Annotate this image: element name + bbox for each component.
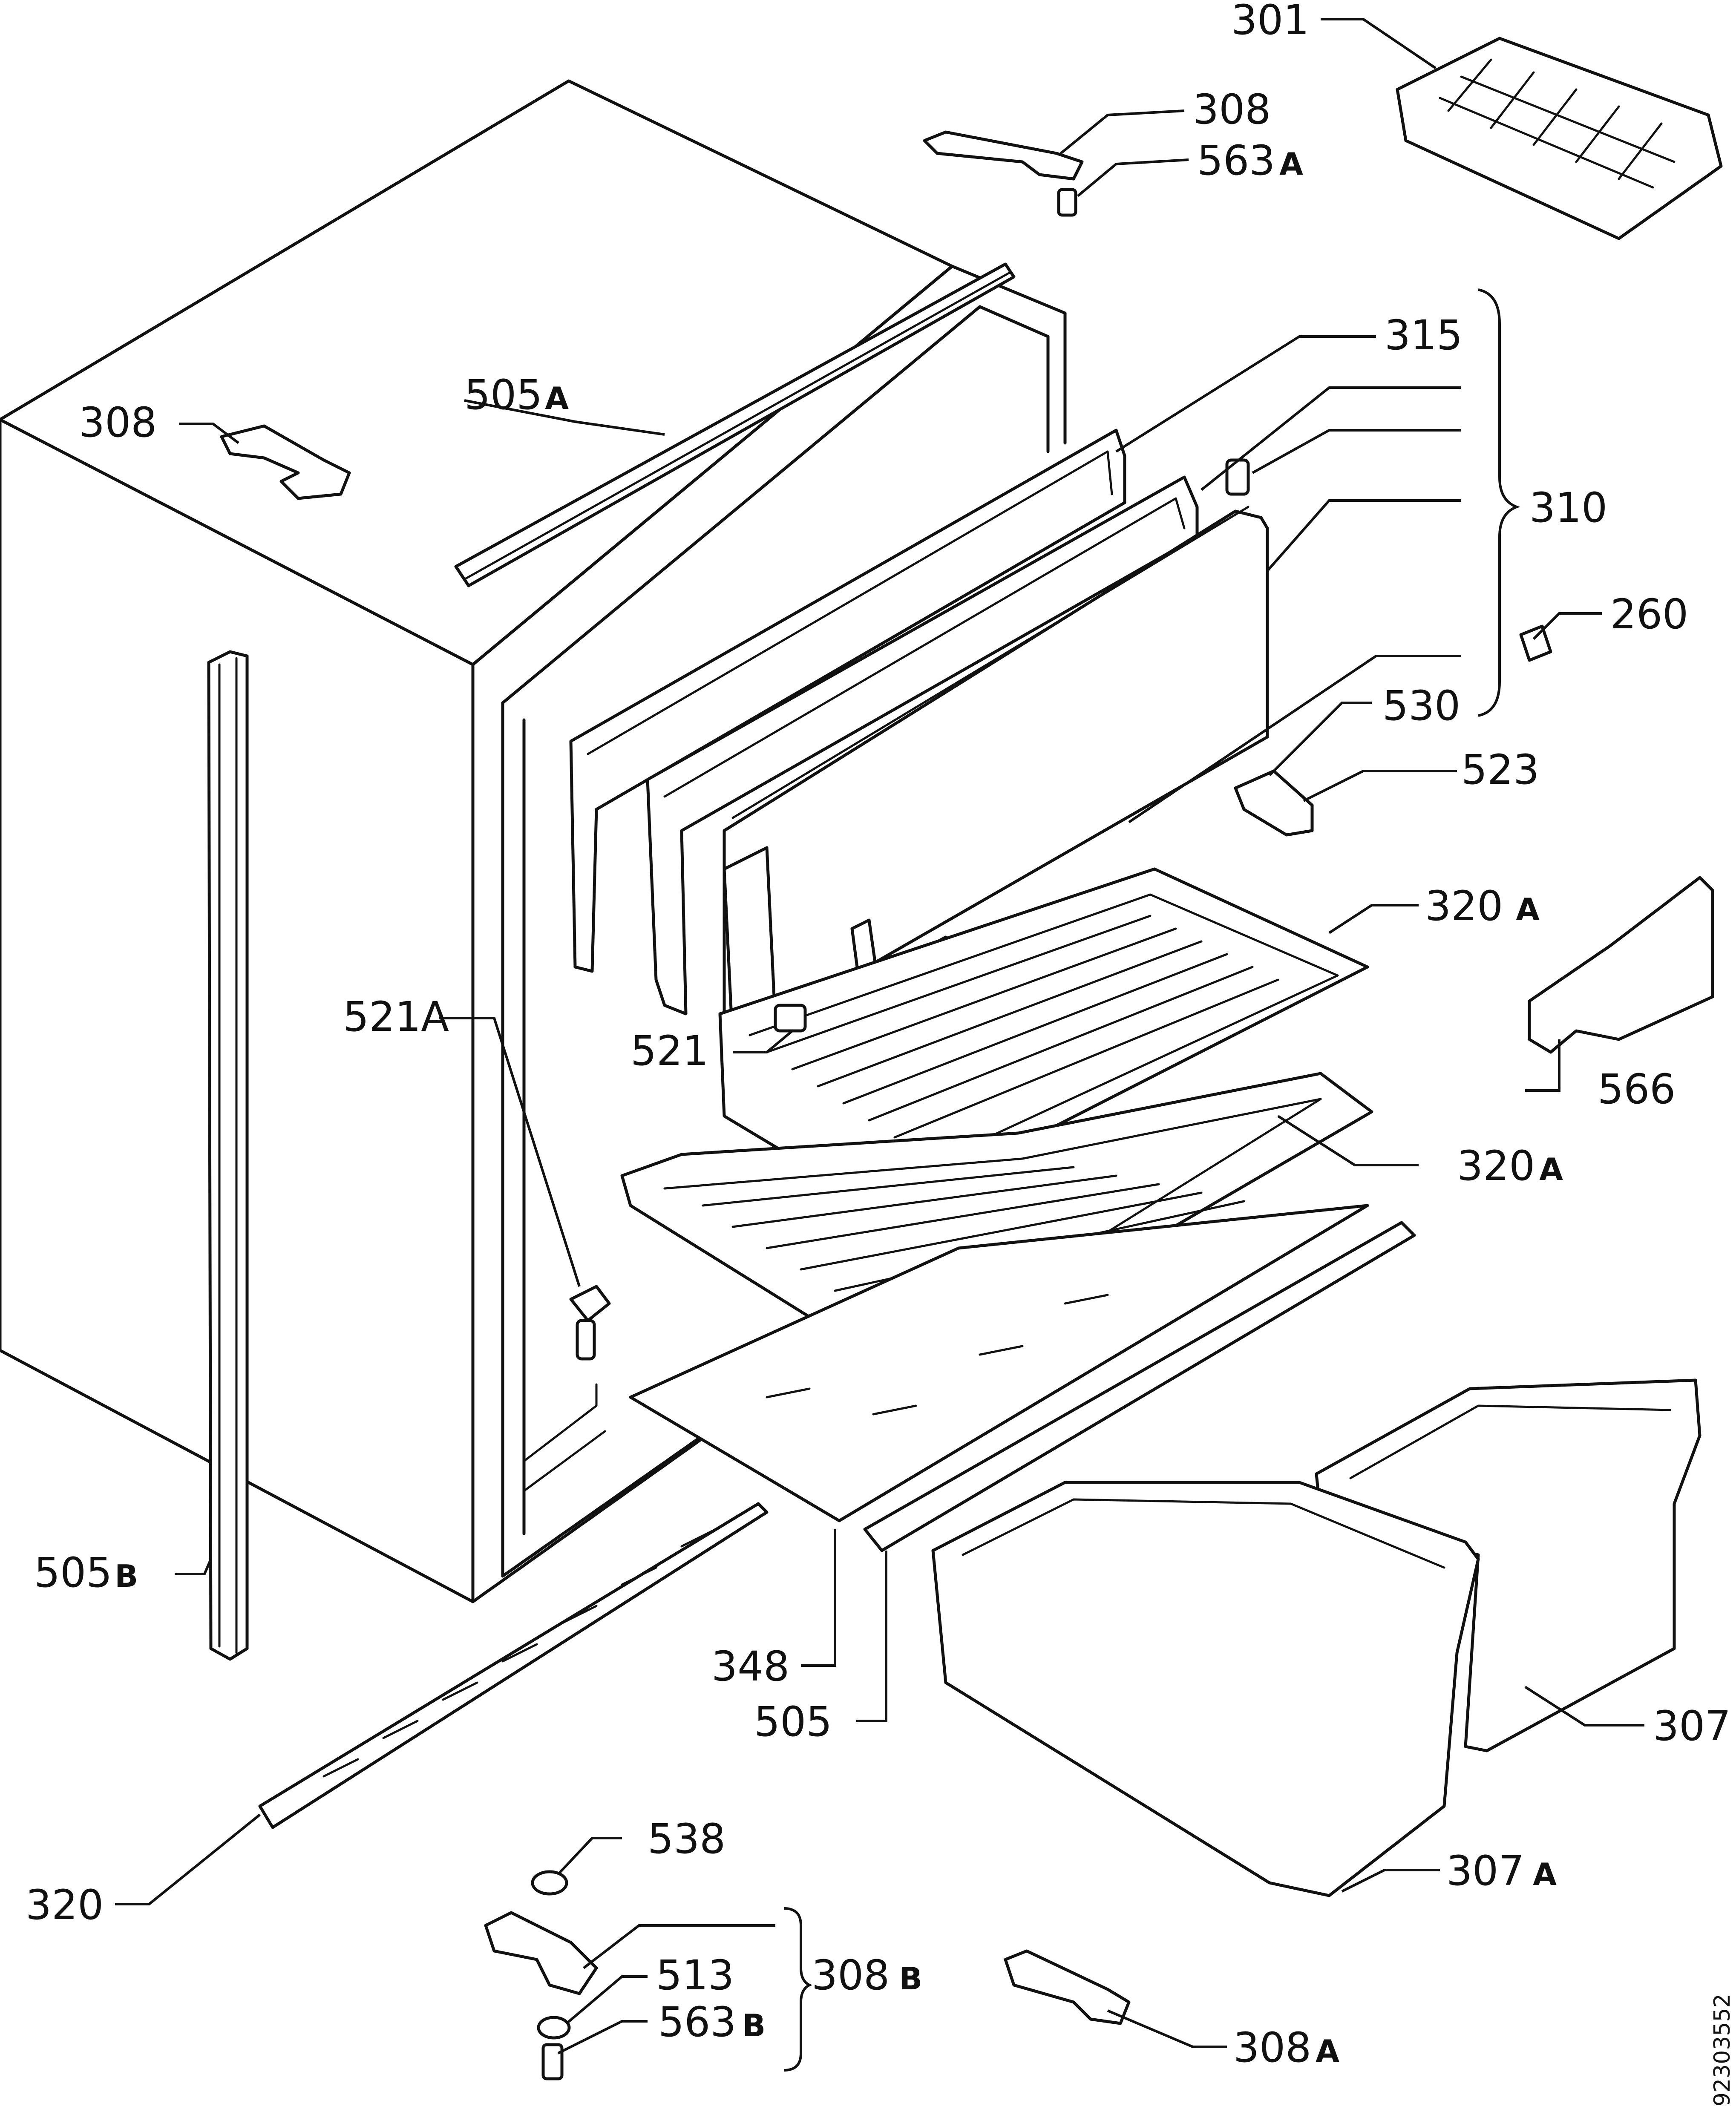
label-530: 530: [1382, 682, 1460, 730]
part-566-scraper: [1528, 876, 1714, 1054]
door-gasket-315: [569, 429, 1126, 973]
hinge-308-top: [923, 130, 1084, 181]
clip-260: [1519, 624, 1552, 662]
brace-310: [1478, 288, 1520, 717]
ice-scraper: [1528, 876, 1714, 1054]
shelf-upper-ribs: [766, 915, 1279, 1139]
shelf-upper-inner: [749, 893, 1339, 1164]
label-505b: 505B: [34, 1549, 138, 1597]
part-521a-latch: [569, 1285, 611, 1361]
bin-307a-rim: [962, 1498, 1445, 1569]
label-301: 301: [1231, 0, 1309, 44]
label-513: 513: [656, 1951, 734, 1999]
seal-505b: [207, 650, 249, 1661]
ice-tray: [1396, 37, 1723, 240]
cabinet-bottom-rail: [523, 1383, 598, 1462]
part-505b-seal: [207, 650, 249, 1661]
part-260-clip: [1519, 624, 1552, 662]
leader-lines: [115, 18, 1644, 2072]
screw-563a: [1057, 188, 1077, 217]
screw-563b: [541, 2043, 564, 2080]
part-308-top-hinge: [923, 130, 1084, 181]
door-outer-top: [731, 506, 1249, 819]
part-348-glass-plate: [629, 1204, 1369, 1522]
part-308-left-hinge: [220, 424, 351, 500]
label-315: 315: [1385, 311, 1463, 359]
label-308-top: 308: [1193, 86, 1271, 133]
drawing-code: 92303552: [1710, 1994, 1735, 2106]
nut-538: [531, 1870, 568, 1896]
label-538: 538: [648, 1815, 725, 1863]
part-505-rail: [863, 1221, 1416, 1552]
label-307: 307: [1653, 1702, 1731, 1750]
shelf-lower: [620, 1072, 1373, 1373]
strip-320: [258, 1502, 769, 1829]
label-523: 523: [1461, 746, 1539, 794]
label-320: 320: [26, 1881, 104, 1929]
hinge-308b: [484, 1911, 598, 1995]
label-505a: 505A: [464, 371, 569, 419]
latch-521a-stem: [576, 1319, 596, 1361]
part-320-bottom-strip: [258, 1502, 769, 1829]
cabinet-opening-top: [501, 305, 1050, 705]
shelf-lower-inner: [663, 1098, 1322, 1347]
part-310-pin: [1225, 458, 1250, 496]
part-523-hinge-pin: [1234, 769, 1314, 837]
cabinet-front-top-edge: [471, 265, 1067, 666]
door-inner-panel-edge: [663, 497, 1186, 798]
latch-521a: [569, 1285, 611, 1322]
part-521-cap: [774, 1004, 807, 1033]
door-inner-panel: [646, 475, 1199, 1016]
door-assembly-310: [569, 429, 1269, 1050]
cap-521: [774, 1004, 807, 1033]
label-348: 348: [711, 1643, 789, 1690]
hinge-308a: [1004, 1949, 1131, 2025]
cabinet-bottom-rail-2: [523, 1430, 606, 1492]
bin-307-rim: [1349, 1404, 1671, 1479]
label-566: 566: [1598, 1065, 1676, 1113]
part-538-nut: [531, 1870, 568, 1896]
washer-513: [537, 2016, 571, 2040]
part-308a-hinge: [1004, 1949, 1131, 2025]
ice-tray-cells: [1439, 58, 1676, 189]
strip-320-slots: [322, 1528, 717, 1778]
rail-505: [863, 1221, 1416, 1552]
hinge-pin-523: [1234, 769, 1314, 837]
label-505: 505: [754, 1698, 832, 1746]
shelf-320a-upper: [718, 867, 1369, 1190]
part-563b-screw: [541, 2043, 564, 2080]
hinge-308-left: [220, 424, 351, 500]
label-521a: 521A: [343, 993, 449, 1041]
label-260: 260: [1610, 590, 1688, 638]
part-308b-hinge: [484, 1911, 598, 1995]
part-301-ice-tray: [1396, 37, 1723, 240]
glass-glare: [766, 1294, 1109, 1416]
part-307a-bin: [931, 1481, 1480, 1897]
brace-308b: [783, 1907, 812, 2072]
label-310: 310: [1529, 484, 1607, 532]
label-308-left: 308: [79, 399, 157, 446]
part-563a-screw: [1057, 188, 1077, 217]
door-gasket-inner: [587, 450, 1113, 755]
part-513-washer: [537, 2016, 571, 2040]
door-pin: [1225, 458, 1250, 496]
glass-plate: [629, 1204, 1369, 1522]
strip-505a-groove: [463, 271, 1011, 581]
part-505a-strip: [454, 262, 1016, 587]
bin-307a: [931, 1481, 1480, 1897]
label-521: 521: [630, 1027, 708, 1075]
